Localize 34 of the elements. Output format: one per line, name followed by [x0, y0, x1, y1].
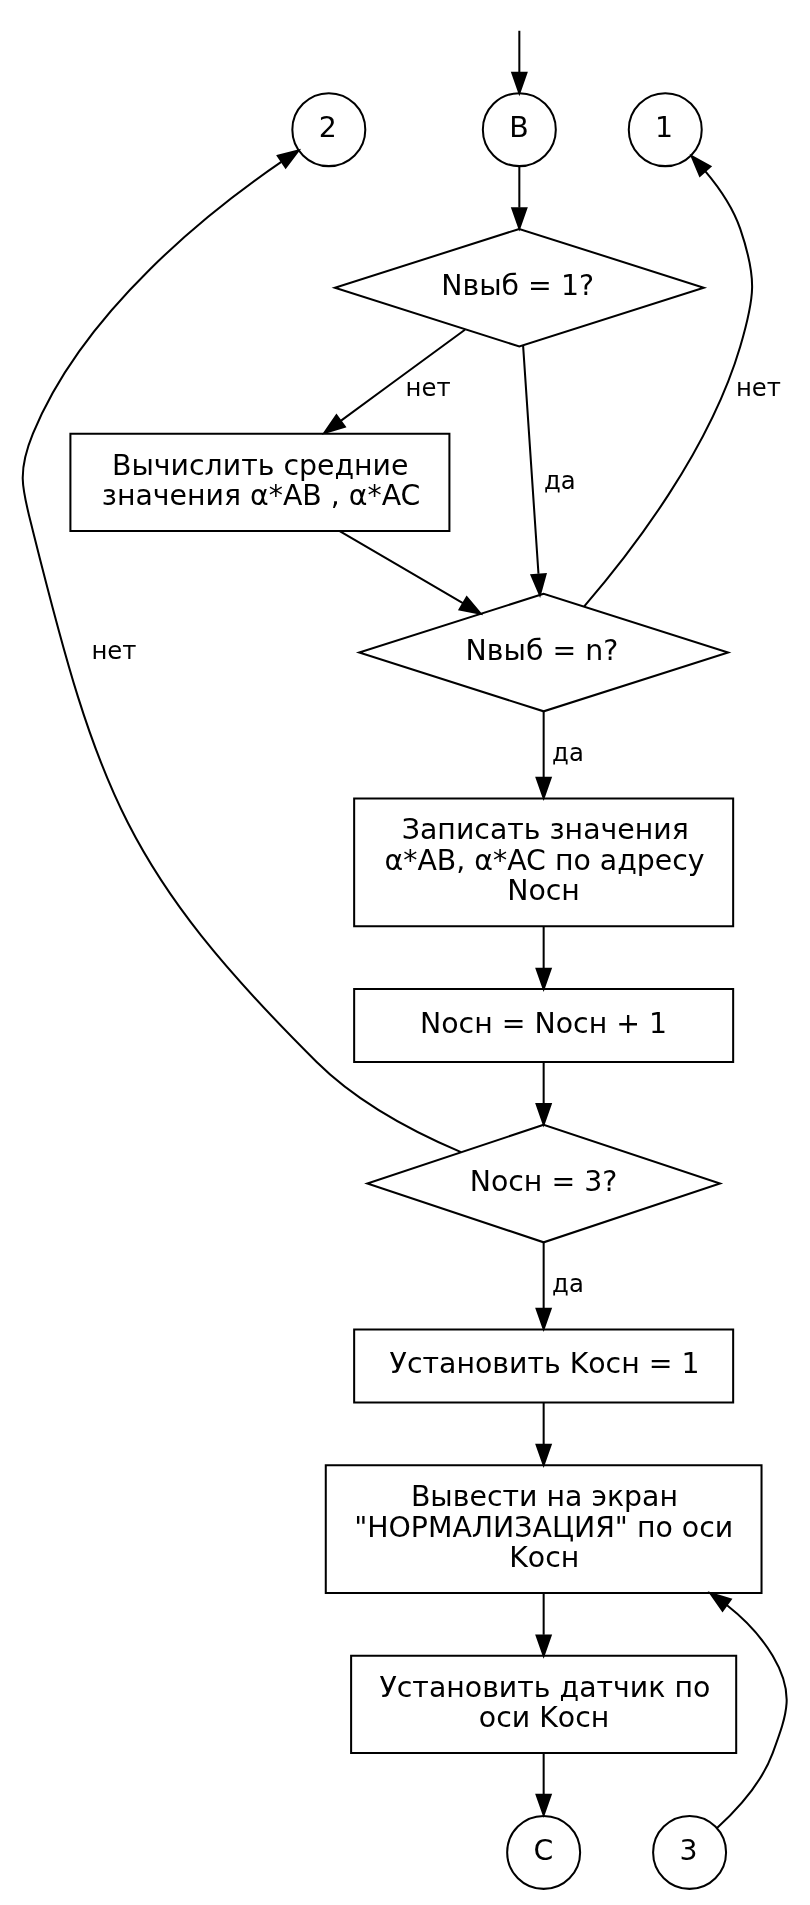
arrow [521, 345, 547, 598]
node-box: Записать значения α*AB, α*AC по адресу Nосн [352, 797, 734, 928]
node-circle: B [481, 92, 557, 168]
edge-label: да [543, 465, 576, 495]
arrow [510, 166, 528, 232]
edge-label: да [551, 738, 584, 768]
node-box: Установить датчик по оси Kосн [349, 1654, 737, 1755]
arrow [534, 1593, 552, 1659]
arrow [582, 153, 753, 607]
arrow [534, 1402, 552, 1469]
node-box: Установить Kосн = 1 [352, 1328, 734, 1404]
arrow [338, 530, 483, 616]
node-diamond: Nвыб = 1? [331, 227, 707, 348]
arrow [534, 711, 552, 801]
node-box: Nосн = Nосн + 1 [352, 987, 734, 1063]
edge-label: нет [735, 373, 781, 403]
node-circle: 1 [627, 92, 703, 168]
arrow [707, 1591, 788, 1829]
arrow [21, 148, 461, 1154]
node-box: Вывести на экран "НОРМАЛИЗАЦИЯ" по оси Kосн [324, 1464, 763, 1594]
arrow [534, 1062, 552, 1128]
arrow [534, 1753, 552, 1819]
edge-label: да [551, 1269, 584, 1299]
edge-label: нет [405, 373, 451, 403]
node-box: Вычислить средние значения α*AB , α*AC [68, 432, 450, 532]
node-diamond: Nосн = 3? [363, 1123, 723, 1244]
node-circle: 2 [290, 92, 366, 168]
edge-label: нет [90, 635, 136, 665]
node-circle: C [505, 1814, 581, 1890]
arrow [510, 30, 528, 97]
arrow [534, 926, 552, 993]
node-circle: 3 [651, 1814, 727, 1890]
arrow [321, 328, 466, 435]
arrow [534, 1243, 552, 1333]
